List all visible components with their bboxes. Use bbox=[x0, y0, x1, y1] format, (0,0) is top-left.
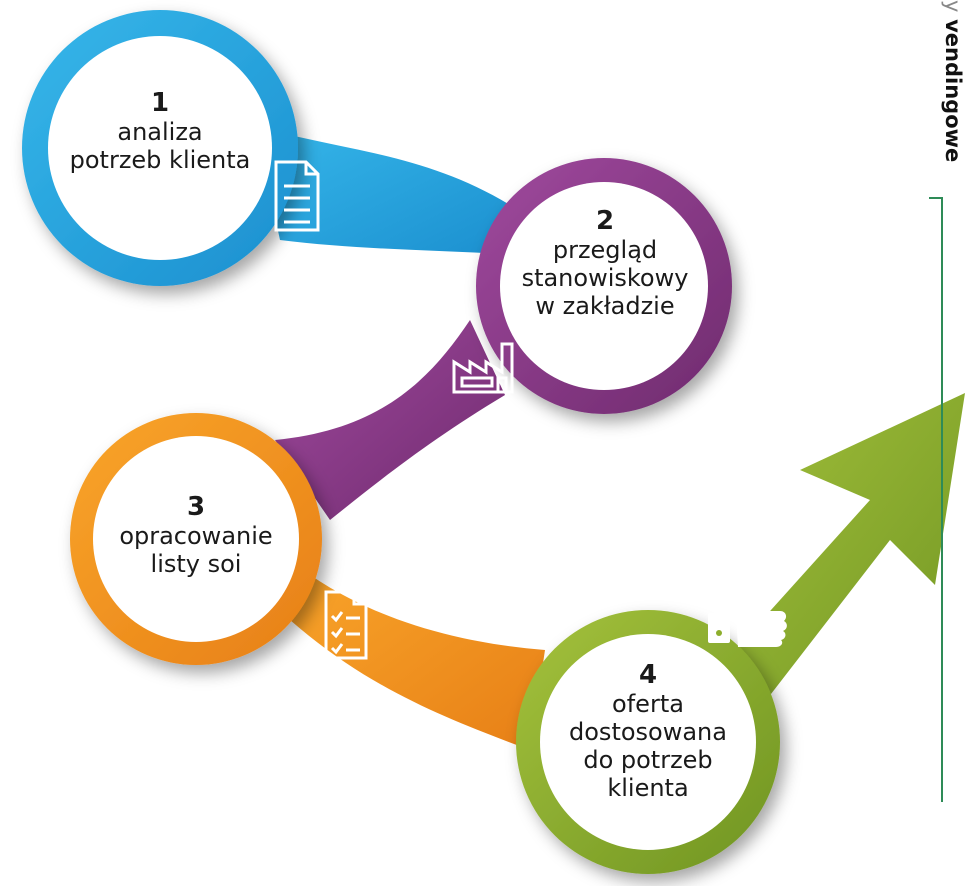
side-label-prefix: y bbox=[941, 0, 965, 20]
step-number: 4 bbox=[638, 660, 658, 690]
side-label-word: vendingowe bbox=[941, 19, 965, 163]
step-1-text: 1 analiza potrzeb klienta bbox=[50, 88, 270, 174]
step-number: 3 bbox=[186, 492, 206, 522]
step-label-line: analiza bbox=[117, 118, 203, 146]
step-number: 2 bbox=[595, 206, 615, 236]
step-1-ring bbox=[22, 10, 298, 286]
step-label-line: w zakładzie bbox=[535, 292, 675, 320]
step-3-text: 3 opracowanie listy soi bbox=[96, 492, 296, 578]
growth-arrow bbox=[690, 393, 965, 760]
step-label-line: do potrzeb bbox=[583, 746, 713, 774]
side-label: y vendingowe bbox=[941, 0, 965, 200]
step-label-line: klienta bbox=[607, 774, 689, 802]
step-label-line: listy soi bbox=[150, 550, 242, 578]
step-label-line: przegląd bbox=[552, 236, 658, 264]
step-label-line: oferta bbox=[612, 690, 684, 718]
step-label-line: potrzeb klienta bbox=[69, 146, 251, 174]
step-label-line: dostosowana bbox=[569, 718, 727, 746]
connector-1-2 bbox=[255, 125, 520, 255]
thumbs-up-icon bbox=[708, 589, 787, 647]
step-2-ring bbox=[476, 158, 732, 414]
factory-icon bbox=[452, 342, 514, 394]
step-label-line: opracowanie bbox=[119, 522, 273, 550]
side-rule bbox=[941, 198, 943, 802]
step-4-text: 4 oferta dostosowana do potrzeb klienta bbox=[548, 660, 748, 802]
connector-2-3 bbox=[275, 320, 505, 520]
step-label-line: stanowiskowy bbox=[521, 264, 689, 292]
step-number: 1 bbox=[150, 88, 170, 118]
step-2-text: 2 przegląd stanowiskowy w zakładzie bbox=[500, 206, 710, 320]
document-icon bbox=[274, 160, 320, 232]
side-rule-tick bbox=[929, 197, 943, 199]
checklist-icon bbox=[324, 590, 368, 660]
step-4-ring bbox=[516, 610, 780, 874]
connector-3-4 bbox=[290, 560, 545, 750]
step-3-ring bbox=[70, 413, 322, 665]
